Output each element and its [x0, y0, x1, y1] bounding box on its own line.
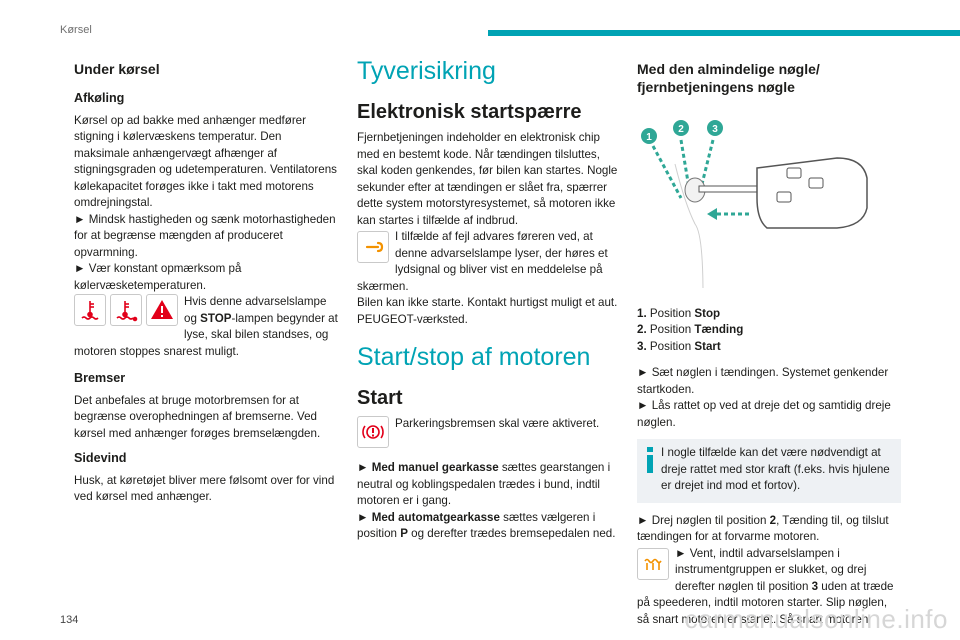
stop-warning-icon	[146, 294, 178, 326]
text: sættes gearstangen i neutral og koblings…	[357, 461, 611, 507]
text: ► Drej nøglen til position	[637, 513, 770, 527]
item-number: 2.	[637, 323, 647, 336]
paragraph: Husk, at køretøjet bliver mere følsomt o…	[74, 473, 335, 504]
column-2: Tyverisikring Elektronisk startspærre Fj…	[357, 56, 621, 551]
label-3-bubble	[707, 120, 723, 136]
wrench-icon	[357, 231, 389, 263]
bold-text: 2	[769, 513, 777, 527]
page-number: 134	[60, 614, 79, 626]
paragraph: Det anbefales at bruge motorbremsen for …	[74, 393, 321, 440]
key-fob	[756, 157, 868, 229]
paragraph: Parkeringsbremsen skal være aktiveret.	[395, 417, 600, 430]
item-bold: Start	[694, 339, 721, 353]
stop-label: STOP	[200, 311, 232, 325]
glow-plug-icon	[637, 547, 669, 580]
warning-icons	[74, 294, 178, 326]
item-text: Position	[649, 323, 695, 336]
info-box: I nogle tilfælde kan det være nødvendigt…	[637, 439, 901, 503]
heading-start-stop: Start/stop af motoren	[357, 343, 591, 371]
text: og derefter trædes bremsepedalen ned.	[407, 527, 616, 540]
label-3: 3	[712, 124, 718, 135]
text: uden at træde på speederen, indtil motor…	[637, 579, 894, 626]
fob-button	[776, 191, 792, 203]
header-accent-bar	[488, 30, 960, 36]
item-number: 1.	[637, 306, 647, 320]
key-blade	[698, 185, 764, 193]
label-1: 1	[646, 132, 652, 143]
heading-tyverisikring: Tyverisikring	[357, 57, 496, 85]
bullet: ► Drej nøglen til position 2, Tænding ti…	[637, 513, 901, 546]
arrow-1	[651, 145, 683, 199]
running-header: Kørsel	[60, 24, 92, 36]
arrow-head	[707, 208, 717, 220]
info-text: I nogle tilfælde kan det være nødvendigt…	[661, 446, 890, 492]
bullet: ► Lås rattet op ved at dreje det og samt…	[637, 399, 891, 429]
column-3: Med den almindelige nøgle/ fjernbetjenin…	[637, 56, 901, 628]
arrow-2	[679, 139, 691, 189]
position-p: P	[400, 527, 408, 540]
coolant-temperature-icon	[74, 294, 106, 326]
fob-button	[808, 177, 824, 189]
text: ► Vent, indtil advarselslampen i instrum…	[675, 546, 867, 593]
arrow-3	[699, 139, 715, 189]
heading-elektronisk-startspaerre: Elektronisk startspærre	[357, 101, 582, 123]
ignition-key-figure: 1 2 3	[641, 120, 868, 295]
bullet: ► Sæt nøglen i tændingen. Systemet genke…	[637, 366, 889, 396]
fob-button	[786, 167, 802, 179]
bullet-manual: ► Med manuel gearkasse sættes gearstange…	[357, 460, 621, 510]
label-2: 2	[678, 124, 684, 135]
list-item: 1. Position Stop	[637, 306, 901, 323]
section-title-key: Med den almindelige nøgle/ fjernbetjenin…	[637, 61, 820, 95]
text: , Tænding til, og tilslut tændingen for …	[637, 513, 889, 544]
item-bold: Stop	[694, 306, 721, 320]
subtitle-bremser: Bremser	[74, 371, 126, 385]
label-2-bubble	[673, 120, 689, 136]
list-item: 2. Position Tænding	[637, 322, 901, 339]
item-text: Position	[649, 339, 695, 353]
watermark: carmanualsonline.info	[684, 604, 948, 634]
warning-text-post: -lampen begynder at lyse, skal bilen sta…	[74, 311, 338, 358]
coolant-level-icon	[110, 294, 142, 326]
bullet: ► Vær konstant opmærksom på kølervæskete…	[74, 262, 242, 292]
warning-text-pre: Hvis denne advarselslampe og	[184, 295, 327, 325]
paragraph: Bilen kan ikke starte. Kontakt hurtigst …	[357, 296, 618, 326]
bullet-automatic: ► Med automatgearkasse sættes vælgeren i…	[357, 510, 621, 543]
bold-text: ► Med manuel gearkasse	[357, 461, 499, 474]
bullet: ► Mindsk hastigheden og sænk motorhastig…	[74, 212, 336, 259]
subtitle-sidevind: Sidevind	[74, 451, 127, 465]
parking-brake-icon	[357, 416, 389, 448]
position-list: 1. Position Stop 2. Position Tænding 3. …	[637, 306, 901, 356]
subtitle-afkoeling: Afkøling	[74, 91, 125, 105]
info-icon	[647, 447, 653, 473]
item-number: 3.	[637, 339, 647, 353]
item-text: Position	[649, 306, 695, 320]
list-item: 3. Position Start	[637, 339, 901, 356]
text: sættes vælgeren i position	[357, 510, 596, 541]
label-1-bubble	[641, 128, 657, 144]
item-bold: Tænding	[694, 323, 744, 336]
heading-start: Start	[357, 387, 403, 409]
paragraph: Fjernbetjeningen indeholder en elektroni…	[357, 131, 618, 227]
section-title-under-koersel: Under kørsel	[74, 61, 160, 77]
paragraph: I tilfælde af fejl advares føreren ved, …	[357, 230, 608, 293]
column-1: Under kørsel Afkøling Kørsel op ad bakke…	[74, 56, 338, 514]
bold-text: 3	[811, 579, 819, 593]
bold-text: ► Med automatgearkasse	[357, 510, 500, 524]
paragraph: Kørsel op ad bakke med anhænger medfører…	[74, 113, 337, 210]
